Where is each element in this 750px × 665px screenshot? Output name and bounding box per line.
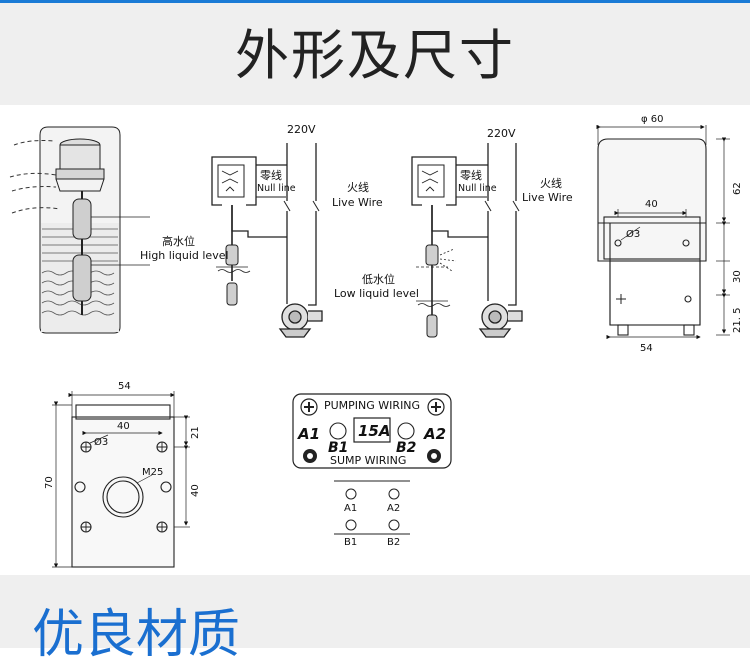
dim-21-5: 21. 5 [732,308,743,333]
schematic-a1: A1 [344,503,357,514]
dim-40-side: 40 [645,199,658,210]
dim-54-side: 54 [640,343,653,354]
dim-62: 62 [732,182,743,195]
sump-wiring-label: SUMP WIRING [330,454,406,467]
rating-15a: 15A [358,422,390,440]
null-line-cn-2: 零线 [460,168,482,182]
dim-hole-side: Ø3 [626,228,640,240]
live-wire-cn-2: 火线 [540,176,562,190]
terminal-schematic: A1 A2 B1 B2 [334,480,410,548]
dim-dia-60: φ 60 [641,114,664,125]
terminal-a1: A1 [297,425,320,443]
header-band: 外形及尺寸 [0,3,750,105]
dim-40-vertical: 40 [190,484,201,497]
voltage-label-1: 220V [287,123,316,136]
dim-54-front: 54 [118,381,131,392]
terminal-block: PUMPING WIRING SUMP WIRING A1 A2 B1 B2 1… [292,393,452,469]
terminal-b2: B2 [396,440,416,456]
live-wire-cn-1: 火线 [347,180,369,194]
voltage-label-2: 220V [487,127,516,140]
live-wire-en-2: Live Wire [522,191,573,204]
dim-hole-front: Ø3 [94,436,108,448]
low-level-cn: 低水位 [362,272,395,286]
null-line-cn-1: 零线 [260,168,282,182]
null-line-en-1: Null line [257,183,296,194]
side-view-drawing: φ 60 40 Ø3 54 62 30 21. 5 [596,114,743,354]
schematic-a2: A2 [387,503,400,514]
front-view-drawing: 54 40 Ø3 M25 70 21 40 [44,381,201,568]
high-level-cn: 高水位 [162,234,195,248]
schematic-b2: B2 [387,537,400,548]
wiring-diagram-low: 220V 零线 Null line 火线 Live Wire 低水位 Low l… [334,127,573,338]
section-title: 优良材质 [32,605,241,665]
terminal-a2: A2 [423,425,446,443]
dim-21: 21 [190,426,201,439]
high-level-en: High liquid level [140,249,229,262]
dim-40-front: 40 [117,421,130,432]
dim-70: 70 [44,476,55,489]
null-line-en-2: Null line [458,183,497,194]
tank-illustration [9,126,150,334]
pumping-wiring-label: PUMPING WIRING [324,399,420,412]
wiring-diagram-high: 220V 零线 Null line 火线 Live Wire 高水位 High … [140,123,383,338]
page-title: 外形及尺寸 [235,24,515,87]
dim-m25: M25 [142,467,163,478]
top-accent-rule [0,0,750,3]
low-level-en: Low liquid level [334,287,419,300]
live-wire-en-1: Live Wire [332,196,383,209]
dimension-drawings: 220V 零线 Null line 火线 Live Wire 高水位 High … [9,114,743,568]
schematic-b1: B1 [344,537,357,548]
footer-band: 优良材质 [0,575,750,661]
terminal-b1: B1 [328,440,348,456]
dim-30: 30 [732,270,743,283]
